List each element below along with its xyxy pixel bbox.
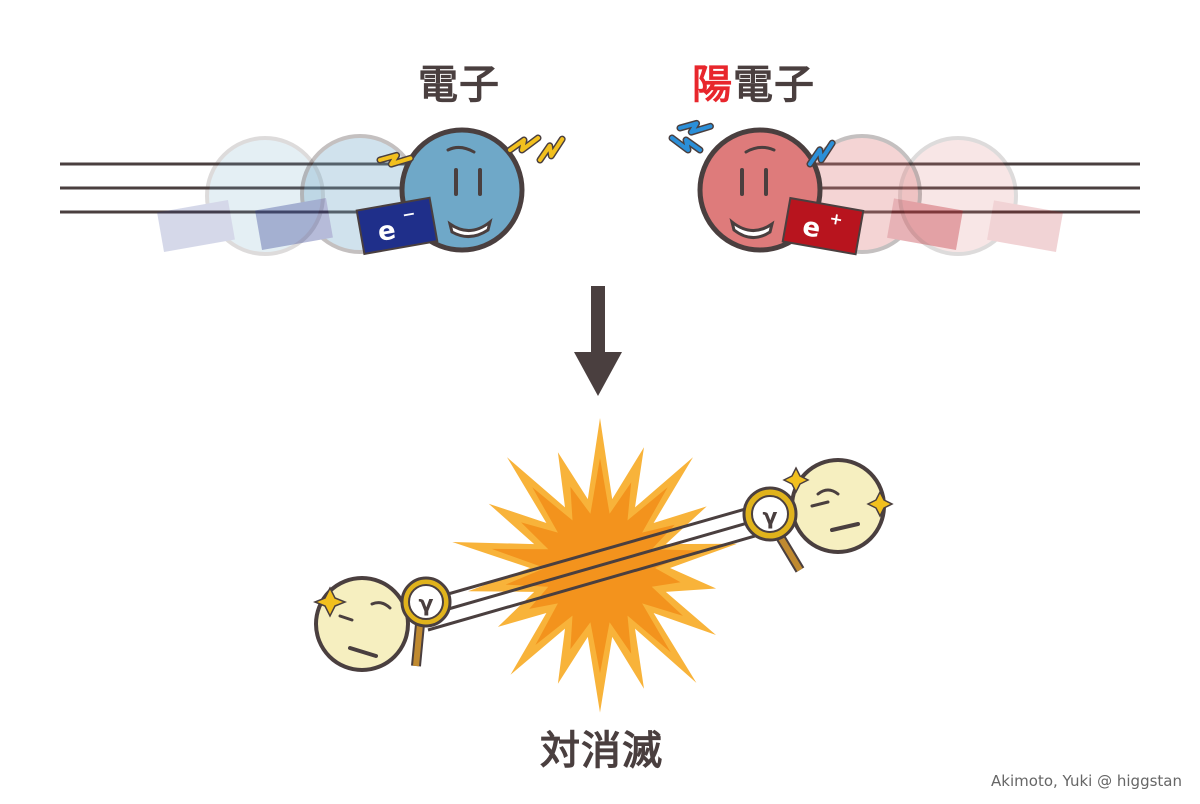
positron-label: 陽電子 [692, 52, 815, 110]
burst-icon [452, 418, 737, 713]
spark-icon [536, 139, 566, 160]
positron-label-suffix: 電子 [733, 62, 815, 108]
photon-symbol-left: γ [419, 592, 434, 617]
spark-icon [672, 138, 700, 150]
spark-icon [680, 117, 710, 138]
electron-group: e − [60, 130, 566, 254]
annihilation-label: 対消滅 [540, 718, 663, 776]
spark-icon [510, 138, 538, 150]
credit-text: Akimoto, Yuki @ higgstan [991, 772, 1182, 790]
electron-label: 電子 [418, 52, 500, 110]
photon-left: γ [315, 578, 450, 670]
arrow-down-icon [574, 286, 622, 396]
positron-group: e + [672, 117, 1140, 255]
photon-right: γ [744, 460, 892, 570]
photon-symbol-right: γ [763, 505, 778, 530]
positron-label-prefix: 陽 [692, 62, 733, 108]
